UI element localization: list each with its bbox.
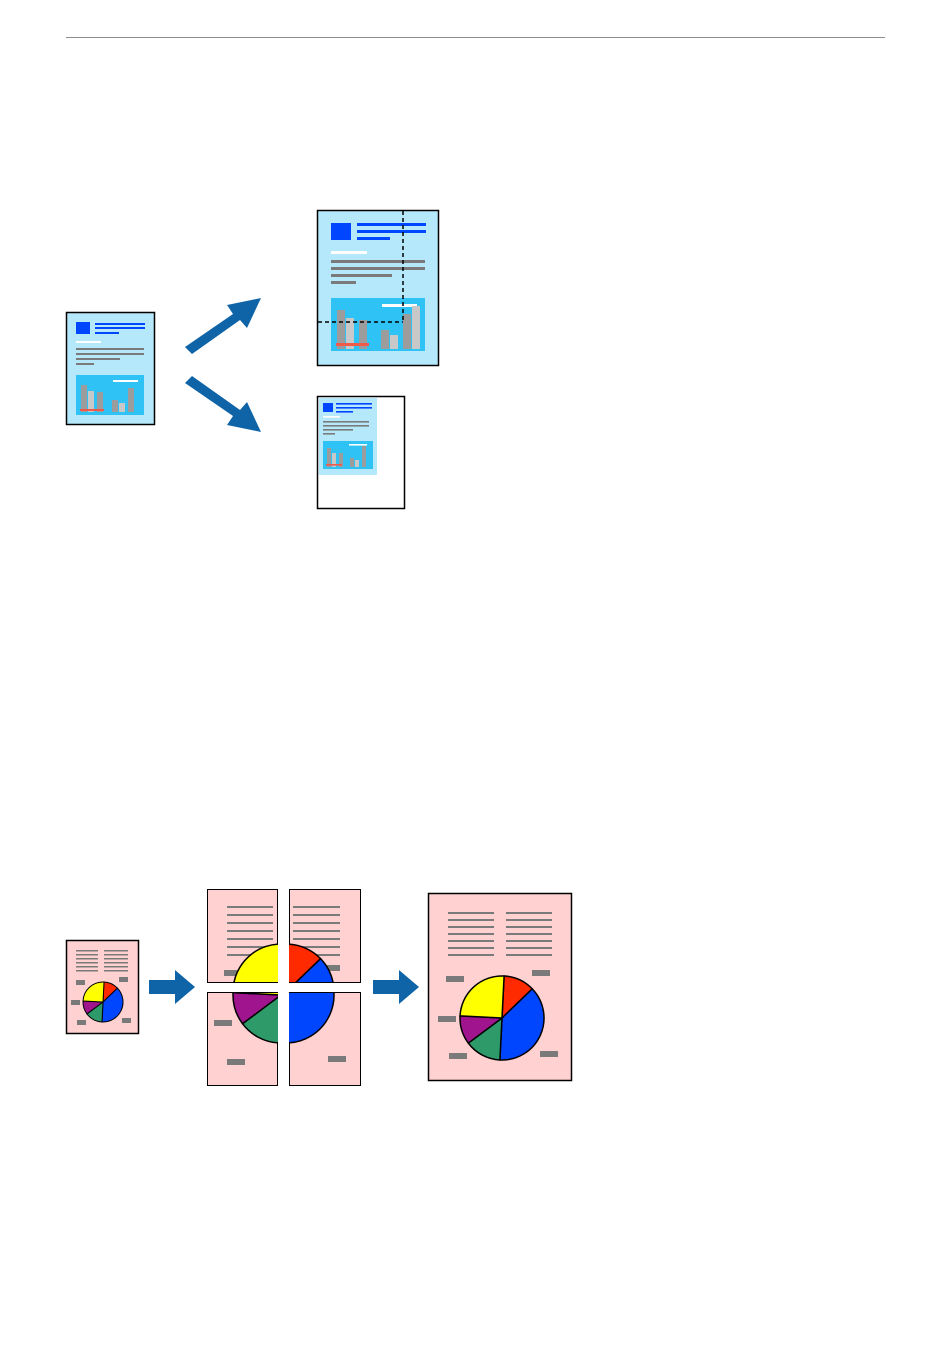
- arrow-right-icon: [373, 970, 419, 1004]
- reduce-enlarge-figure: [0, 0, 950, 520]
- arrow-up-right-icon: [185, 298, 261, 354]
- reduced-document-icon: [318, 397, 405, 509]
- arrow-right-icon: [149, 970, 195, 1004]
- tiled-pages-icon: [208, 890, 361, 1086]
- assembled-poster-icon: [429, 894, 572, 1081]
- document-icon: [67, 313, 155, 425]
- poster-figure: [0, 870, 950, 1100]
- arrow-down-right-icon: [185, 376, 261, 432]
- enlarged-document-icon: [318, 211, 439, 366]
- document-pie-icon: [67, 941, 139, 1034]
